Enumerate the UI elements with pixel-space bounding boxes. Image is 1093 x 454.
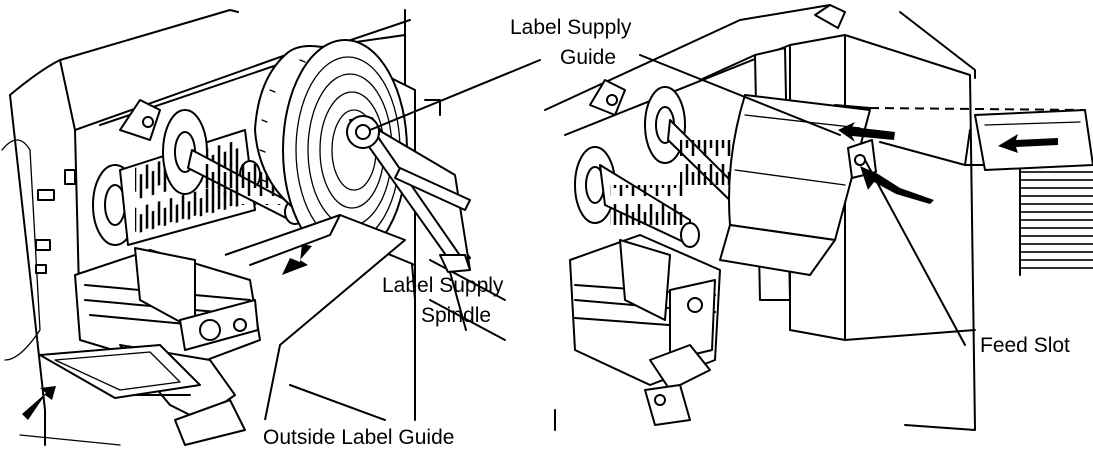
ribbon-takeup-spindle: [162, 109, 306, 225]
right-print-mechanism: [569, 234, 721, 426]
leader-line: [289, 384, 386, 421]
leader-line: [639, 54, 841, 136]
label-supply-spindle-text-1: Label Supply: [382, 274, 504, 297]
label-supply-spindle-text-2: Spindle: [421, 304, 491, 327]
outside-label-guide-text: Outside Label Guide: [263, 426, 454, 449]
label-supply-guide-text-1: Label Supply: [510, 16, 632, 39]
left-panel-illustration: [1, 9, 541, 446]
feed-direction-arrow: [838, 122, 895, 142]
leader-line: [369, 59, 541, 131]
exit-direction-arrow: [22, 386, 56, 420]
top-clip: [814, 4, 846, 29]
label-supply-spindle: [346, 115, 471, 273]
right-panel-illustration: [544, 4, 1093, 431]
leader-line: [449, 271, 467, 331]
leader-line: [864, 159, 966, 346]
panel-slot-icon: [37, 189, 55, 201]
panel-slot-icon: [35, 264, 47, 274]
media-chute: [224, 214, 406, 421]
fanfold-stack: [974, 109, 1093, 276]
top-clip: [119, 99, 161, 141]
stack-direction-arrow: [998, 134, 1058, 153]
fanfold-guide-cover: [719, 94, 877, 276]
panel-slot-icon: [35, 239, 51, 251]
feed-direction-arrow: [282, 244, 312, 275]
print-mechanism: [74, 247, 261, 446]
feed-slot-text: Feed Slot: [980, 334, 1070, 357]
label-supply-guide-text-2: Guide: [560, 46, 616, 69]
panel-slot-icon: [64, 169, 76, 185]
insert-direction-arrow: [860, 166, 934, 204]
